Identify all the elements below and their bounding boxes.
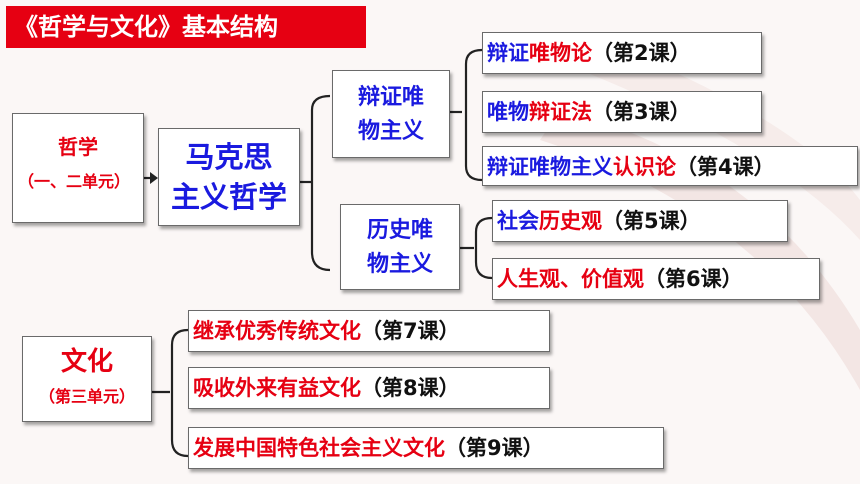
lesson-5-box: 社会历史观（第5课） bbox=[492, 200, 788, 242]
page-title: 《哲学与文化》基本结构 bbox=[6, 6, 366, 48]
marxism-box: 马克思 主义哲学 bbox=[158, 128, 300, 226]
lesson-7-box: 继承优秀传统文化（第7课） bbox=[188, 310, 550, 352]
lesson-2-part-a: 辩证 bbox=[487, 41, 529, 65]
lesson-4-part-c: （第4课） bbox=[676, 155, 775, 179]
lesson-9-box: 发展中国特色社会主义文化（第9课） bbox=[188, 427, 664, 469]
culture-unit: （第三单元） bbox=[38, 387, 135, 406]
dialectical-line2: 物主义 bbox=[357, 119, 424, 144]
lesson-5-part-c: （第5课） bbox=[602, 209, 701, 233]
lesson-4-part-a: 辩证唯物主义 bbox=[487, 155, 613, 179]
lesson-4-box: 辩证唯物主义认识论（第4课） bbox=[482, 146, 858, 186]
lesson-5-part-b: 历史观 bbox=[539, 209, 602, 233]
lesson-8-box: 吸收外来有益文化（第8课） bbox=[188, 367, 550, 409]
lesson-6-part-b: （第6课） bbox=[644, 267, 743, 291]
lesson-4-part-b: 认识论 bbox=[613, 155, 676, 179]
lesson-7-part-a: 继承优秀传统文化 bbox=[193, 319, 361, 343]
philosophy-label: 哲学 bbox=[58, 135, 98, 159]
lesson-6-box: 人生观、价值观（第6课） bbox=[492, 258, 820, 300]
culture-label: 文化 bbox=[60, 347, 113, 377]
lesson-8-part-b: （第8课） bbox=[361, 376, 460, 400]
lesson-3-part-b: 辩证法 bbox=[529, 100, 592, 124]
lesson-7-part-b: （第7课） bbox=[361, 319, 460, 343]
lesson-5-part-a: 社会 bbox=[497, 209, 539, 233]
lesson-2-box: 辩证唯物论（第2课） bbox=[482, 32, 762, 74]
lesson-3-part-a: 唯物 bbox=[487, 100, 529, 124]
marxism-line2: 主义哲学 bbox=[170, 180, 287, 214]
philosophy-box: 哲学 （一、二单元） bbox=[12, 113, 144, 223]
lesson-6-part-a: 人生观、价值观 bbox=[497, 267, 644, 291]
lesson-8-part-a: 吸收外来有益文化 bbox=[193, 376, 361, 400]
arrow-head bbox=[150, 172, 158, 184]
historical-line1: 历史唯 bbox=[366, 218, 433, 243]
lesson-3-box: 唯物辩证法（第3课） bbox=[482, 91, 762, 133]
lesson-2-part-b: 唯物论 bbox=[529, 41, 592, 65]
marxism-line1: 马克思 bbox=[185, 140, 273, 174]
historical-materialism-box: 历史唯 物主义 bbox=[340, 204, 460, 290]
culture-box: 文化 （第三单元） bbox=[22, 336, 152, 422]
historical-line2: 物主义 bbox=[366, 252, 433, 277]
lesson-3-part-c: （第3课） bbox=[592, 100, 691, 124]
philosophy-unit: （一、二单元） bbox=[17, 172, 130, 191]
lesson-9-part-b: （第9课） bbox=[445, 436, 544, 460]
dialectical-materialism-box: 辩证唯 物主义 bbox=[332, 70, 450, 158]
dialectical-line1: 辩证唯 bbox=[357, 85, 424, 110]
lesson-9-part-a: 发展中国特色社会主义文化 bbox=[193, 436, 445, 460]
lesson-2-part-c: （第2课） bbox=[592, 41, 691, 65]
